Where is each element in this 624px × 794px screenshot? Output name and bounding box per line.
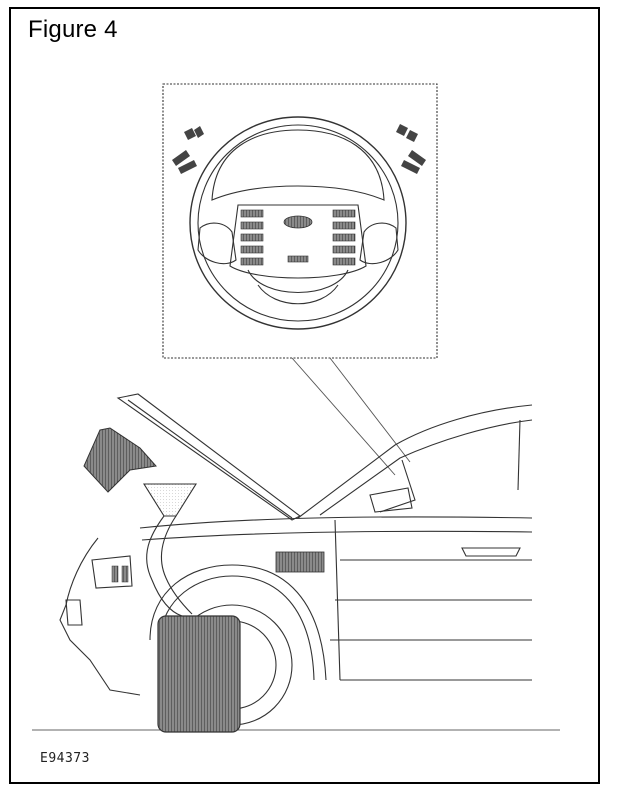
- fluid-container: [157, 615, 241, 733]
- steering-wheel-inset: [162, 83, 438, 359]
- figure-title: Figure 4: [28, 16, 118, 43]
- vehicle-body: [32, 393, 560, 731]
- left-hand-position-icon: [172, 126, 204, 174]
- left-switch-pack: [240, 209, 264, 266]
- windscreen: [297, 404, 533, 519]
- wheel-hub: [229, 204, 367, 279]
- figure-frame: [9, 7, 600, 784]
- steering-wheel-rim: [189, 116, 407, 330]
- front-bumper: [59, 537, 141, 696]
- headlamp: [91, 555, 133, 589]
- wheel-upper-opening: [211, 129, 385, 201]
- reference-code: E94373: [40, 751, 90, 766]
- door-handle: [461, 547, 521, 557]
- wheel-badge: [283, 215, 313, 229]
- right-hand-position-icon: [396, 124, 426, 174]
- side-vent: [275, 551, 325, 573]
- door-mirror: [369, 487, 413, 513]
- leader-lines: [291, 357, 411, 476]
- inset-box: [162, 83, 438, 359]
- reservoir-cap: [83, 427, 157, 493]
- right-switch-pack: [332, 209, 356, 266]
- funnel-and-hose: [143, 483, 197, 617]
- funnel: [143, 483, 197, 517]
